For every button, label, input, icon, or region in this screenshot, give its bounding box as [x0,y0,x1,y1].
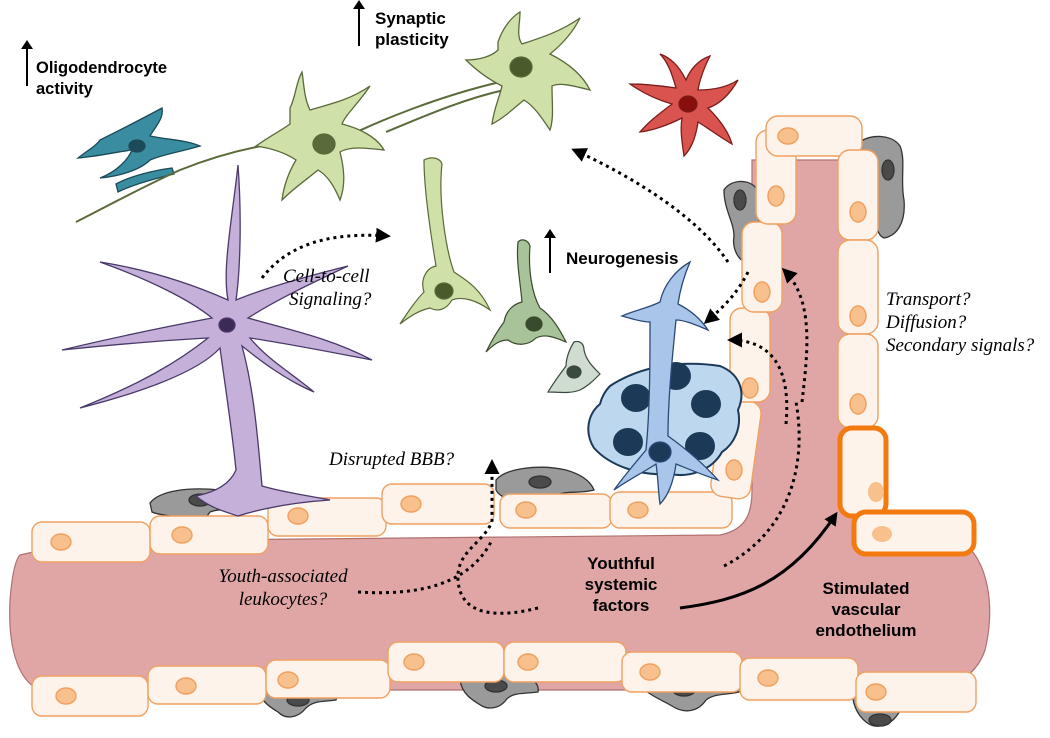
synaptic-label-line: plasticity [375,30,449,49]
youth-leukocytes-label-line: leukocytes? [238,589,328,610]
neural-stem-cell [613,260,721,506]
endothelial-cell [149,515,269,555]
disrupted-bbb-label: Disrupted BBB? [329,449,455,470]
endothelial-cell [147,665,267,705]
stimulated-label: Stimulated vascular endothelium [802,578,930,641]
immature-neuron [546,340,601,394]
immature-neuron [399,157,492,325]
endothelial-cell [741,221,783,313]
endothelial-cell [609,491,733,529]
cell-to-cell-label-line: Cell-to-cell [283,266,370,287]
youthful-factors-label-line: Youthful [587,554,655,573]
immature-neuron [485,239,568,353]
endothelial-cell [499,493,613,529]
neurogenesis-label: Neurogenesis [566,249,679,268]
endothelial-cell [739,657,859,701]
stimulated-label-line: vascular [831,600,901,619]
transport-label-line: Secondary signals? [886,335,1035,356]
endothelial-cell-stimulated [851,509,977,557]
endothelial-cell-stimulated [837,425,889,519]
transport-label-line: Transport? [886,289,971,310]
stimulated-label-line: endothelium [815,621,917,640]
dotted-arrow-icon [456,459,539,615]
stimulated-endothelial-cells [837,425,977,557]
endothelial-cell [837,149,879,241]
up-arrow-icon [544,229,556,273]
youthful-factors-label-line: systemic [584,575,658,594]
pericyte-nucleus [528,475,552,489]
youthful-factors-label-line: factors [592,596,650,615]
oligodendrocyte-label-line: Oligodendrocyte [36,59,168,77]
endothelial-cell [381,483,495,525]
endothelial-cell [621,651,743,693]
endothelial-cell [837,239,879,335]
pericyte-nucleus [881,159,895,181]
transport-label-line: Diffusion? [886,312,967,333]
endothelial-cell [31,521,151,563]
pericyte-nucleus [868,713,892,727]
cell-to-cell-label-line: Signaling? [289,289,372,310]
synaptic-label: Synaptic plasticity [375,8,449,50]
endothelial-cell [503,641,627,683]
dotted-arrows [260,148,809,615]
endothelial-cell [31,675,149,717]
microglia [627,53,739,158]
youth-leukocytes-label: Youth-associated leukocytes? [208,565,358,611]
solid-arrow-icon [679,511,838,610]
endothelial-cell [765,115,863,157]
oligodendrocyte-label: Oligodendrocyte activity [36,58,167,100]
endothelial-cell [837,333,879,429]
neuron-mature [464,10,592,132]
neuron-mature [254,70,386,202]
pericyte-nucleus [733,189,747,211]
dotted-arrow-icon [727,332,789,425]
endothelial-cell [265,659,391,699]
oligodendrocyte [75,107,202,193]
synaptic-label-line: Synaptic [375,9,446,28]
youth-leukocytes-label-line: Youth-associated [218,566,348,587]
endothelial-cell [855,671,977,713]
endothelial-cell [387,641,505,683]
up-arrow-icon [353,0,365,46]
stimulated-label-line: Stimulated [822,579,910,598]
endothelial-cell [267,497,387,537]
transport-label: Transport? Diffusion? Secondary signals? [886,288,1034,357]
astrocyte [61,164,373,517]
dotted-arrow-icon [703,271,750,324]
oligodendrocyte-label-line: activity [36,80,93,98]
endothelium [31,115,977,717]
youthful-factors-label: Youthful systemic factors [566,553,676,616]
dotted-arrow-icon [571,148,730,263]
dotted-arrow-icon [260,227,391,279]
cell-to-cell-label: Cell-to-cell Signaling? [283,265,371,311]
up-arrow-icon [21,40,33,86]
